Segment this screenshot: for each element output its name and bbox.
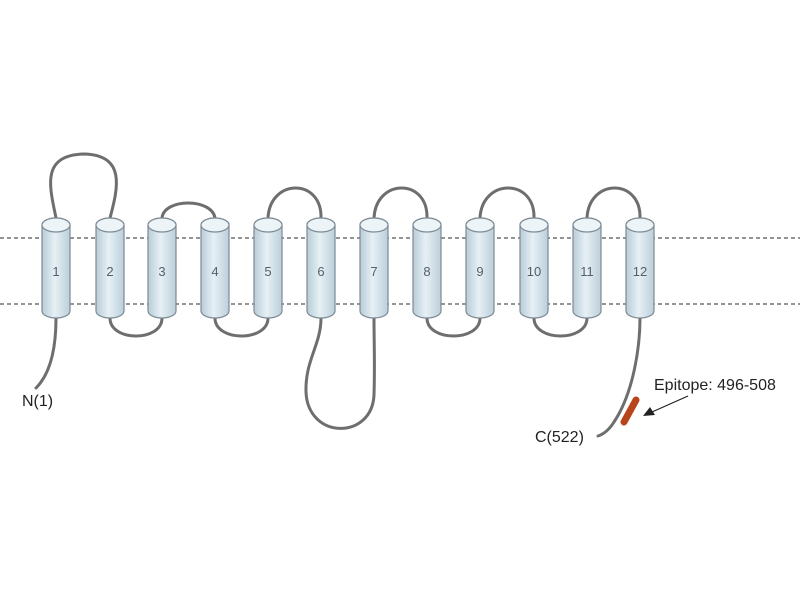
- helix-3-label: 3: [158, 264, 165, 279]
- loop-4-5: [213, 316, 270, 338]
- helix-12: 12: [625, 217, 655, 319]
- helix-10-label: 10: [527, 264, 541, 279]
- loop-3-4: [160, 201, 217, 220]
- c-terminus-tail: [596, 316, 642, 438]
- helix-8: 8: [412, 217, 442, 319]
- helix-5: 5: [253, 217, 283, 319]
- epitope-label: Epitope: 496-508: [654, 377, 776, 394]
- helix-7: 7: [359, 217, 389, 319]
- epitope-segment: [620, 396, 640, 426]
- loop-10-11: [532, 316, 589, 338]
- helix-10: 10: [519, 217, 549, 319]
- helix-1-label: 1: [52, 264, 59, 279]
- helix-2-label: 2: [106, 264, 113, 279]
- helix-11-label: 11: [580, 264, 594, 279]
- epitope-arrow: [643, 395, 689, 416]
- helix-6-label: 6: [317, 264, 324, 279]
- helix-1: 1: [41, 217, 71, 319]
- helix-8-label: 8: [423, 264, 430, 279]
- loop-9-10: [478, 186, 536, 220]
- n-terminus-tail: [34, 316, 58, 390]
- loop-8-9: [425, 316, 482, 338]
- helix-3: 3: [147, 217, 177, 319]
- helix-6: 6: [306, 217, 336, 319]
- c-terminus-label: C(522): [535, 429, 584, 446]
- helix-4: 4: [200, 217, 230, 319]
- loop-11-12: [585, 186, 642, 220]
- loop-5-6: [266, 186, 323, 220]
- helix-5-label: 5: [264, 264, 271, 279]
- helix-9: 9: [465, 217, 495, 319]
- loop-7-8: [372, 186, 429, 220]
- helix-7-label: 7: [370, 264, 377, 279]
- helix-2: 2: [95, 217, 125, 319]
- loop-6-7: [304, 316, 376, 430]
- loops: [34, 152, 642, 438]
- loop-1-2: [49, 152, 118, 220]
- helix-11: 11: [572, 217, 602, 319]
- n-terminus-label: N(1): [22, 393, 53, 410]
- loop-2-3: [108, 316, 164, 338]
- helix-9-label: 9: [476, 264, 483, 279]
- helix-12-label: 12: [633, 264, 647, 279]
- helix-4-label: 4: [211, 264, 218, 279]
